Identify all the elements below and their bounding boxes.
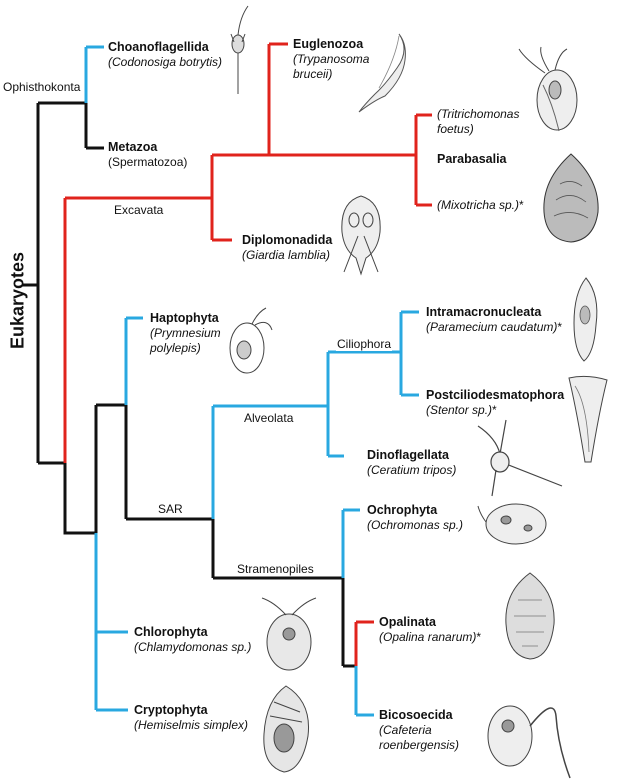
taxon-name: Euglenozoa (293, 37, 364, 51)
taxon-species: (Stentor sp.) (426, 403, 493, 417)
taxon-species-line1: (Trypanosoma (293, 52, 370, 66)
taxon-name: Ochrophyta (367, 503, 438, 517)
ceratium-illustration (477, 419, 563, 497)
taxon-bicosoecida: Bicosoecida (Cafeteria roenbergensis) (379, 708, 459, 753)
taxon-species-line2: bruceii) (293, 67, 333, 81)
taxon-name: Chlorophyta (134, 625, 208, 639)
taxon-name: Intramacronucleata (426, 305, 542, 319)
taxon-species-line2: polylepis) (150, 341, 201, 355)
taxon-species: (Paramecium caudatum) (426, 320, 558, 334)
opalina-illustration (505, 572, 555, 660)
taxon-haptophyta: Haptophyta (Prymnesium polylepis) (150, 311, 221, 356)
clade-ophisthokonta: Ophisthokonta (2, 80, 82, 94)
taxon-opalinata: Opalinata (Opalina ranarum)* (379, 615, 481, 645)
taxon-name: Opalinata (379, 615, 436, 629)
taxon-name: Postciliodesmatophora (426, 388, 565, 402)
clade-ciliophora: Ciliophora (336, 337, 393, 351)
chlamydomonas-illustration (261, 597, 317, 671)
taxon-dinoflagellata: Dinoflagellata (Ceratium tripos) (367, 448, 456, 478)
taxon-species: (Hemiselmis simplex) (134, 718, 249, 732)
taxon-name: Metazoa (108, 140, 158, 154)
ochromonas-illustration (477, 503, 547, 545)
taxon-name: Parabasalia (437, 152, 507, 166)
codonosiga-illustration (230, 5, 249, 94)
taxon-tritrichomonas: (Tritrichomonas foetus) (437, 107, 519, 137)
taxon-species-line1: (Tritrichomonas (437, 107, 520, 121)
mixotricha-illustration (543, 153, 599, 243)
taxon-ochrophyta: Ochrophyta (Ochromonas sp.) (367, 503, 463, 533)
asterisk-mark: * (519, 198, 524, 212)
stentor-illustration (568, 375, 608, 463)
taxon-choanoflagellida: Choanoflagellida (Codonosiga botrytis) (108, 40, 222, 70)
taxon-diplomonadida: Diplomonadida (Giardia lamblia) (242, 233, 332, 263)
taxon-mixotricha: (Mixotricha sp.)* (437, 198, 524, 213)
clade-excavata: Excavata (113, 203, 165, 217)
taxon-parabasalia: Parabasalia (437, 152, 507, 167)
taxon-species-line1: (Prymnesium (150, 326, 221, 340)
root-label: Eukaryotes (7, 251, 28, 350)
clade-alveolata: Alveolata (243, 411, 295, 425)
taxon-name: Bicosoecida (379, 708, 453, 722)
taxon-species: (Giardia lamblia) (242, 248, 331, 262)
taxon-name: Cryptophyta (134, 703, 208, 717)
taxon-name: Choanoflagellida (108, 40, 209, 54)
giardia-illustration (341, 195, 381, 276)
hemiselmis-illustration (263, 685, 310, 773)
taxon-euglenozoa: Euglenozoa (Trypanosoma bruceii) (293, 37, 369, 82)
taxon-species: (Ochromonas sp.) (367, 518, 464, 532)
clade-sar: SAR (157, 502, 184, 516)
taxon-name: Dinoflagellata (367, 448, 449, 462)
asterisk-mark: * (492, 403, 497, 417)
prymnesium-illustration (229, 307, 273, 374)
clade-stramenopiles: Stramenopiles (236, 562, 315, 576)
taxon-species: (Mixotricha sp.) (437, 198, 520, 212)
taxon-name: Haptophyta (150, 311, 219, 325)
taxon-species-line2: foetus) (437, 122, 474, 136)
trypanosoma-illustration (358, 33, 406, 113)
taxon-cryptophyta: Cryptophyta (Hemiselmis simplex) (134, 703, 248, 733)
asterisk-mark: * (476, 630, 482, 644)
taxon-metazoa: Metazoa (Spermatozoa) (108, 140, 187, 170)
asterisk-mark: * (557, 320, 563, 334)
taxon-species-line2: roenbergensis) (379, 738, 460, 752)
cafeteria-illustration (487, 705, 571, 779)
taxon-postciliodesmatophora: Postciliodesmatophora (Stentor sp.)* (426, 388, 564, 418)
taxon-chlorophyta: Chlorophyta (Chlamydomonas sp.) (134, 625, 251, 655)
taxon-species: (Codonosiga botrytis) (108, 55, 223, 69)
taxon-species: (Chlamydomonas sp.) (134, 640, 252, 654)
taxon-intramacronucleata: Intramacronucleata (Paramecium caudatum)… (426, 305, 562, 335)
taxon-species: (Ceratium tripos) (367, 463, 457, 477)
taxon-name: Diplomonadida (242, 233, 333, 247)
taxon-species: (Spermatozoa) (108, 155, 188, 169)
branch-rest-stem (63, 463, 96, 535)
taxon-species: (Opalina ranarum) (379, 630, 477, 644)
paramecium-illustration (573, 277, 598, 362)
taxon-species-line1: (Cafeteria (379, 723, 432, 737)
tritrichomonas-illustration (518, 46, 578, 132)
